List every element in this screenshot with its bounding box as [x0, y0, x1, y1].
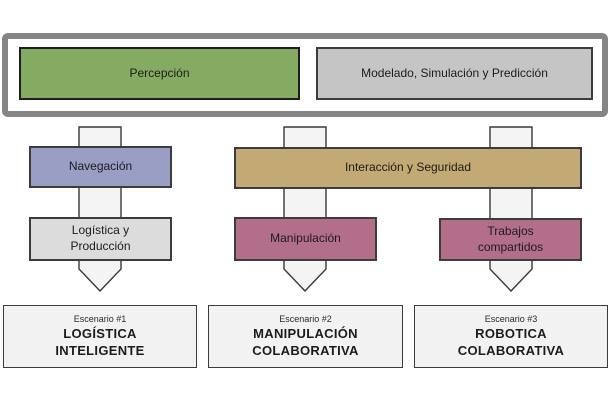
box-interaccion-label: Interacción y Seguridad: [344, 160, 472, 175]
box-trabajos-compartidos: Trabajos compartidos: [439, 218, 582, 261]
scenario-2-tag: Escenario #2: [279, 314, 332, 325]
box-navegacion-label: Navegación: [68, 159, 133, 174]
box-navegacion: Navegación: [29, 146, 172, 188]
box-trabajos-label: Trabajos compartidos: [477, 223, 544, 254]
scenario-3-title: ROBOTICA COLABORATIVA: [457, 326, 565, 358]
scenario-box-3: Escenario #3 ROBOTICA COLABORATIVA: [414, 305, 608, 368]
scenario-1-tag: Escenario #1: [73, 314, 127, 325]
box-manipulacion: Manipulación: [234, 217, 377, 261]
box-percepcion: Percepción: [19, 47, 300, 100]
box-modelado-simulacion-prediccion: Modelado, Simulación y Predicción: [316, 47, 593, 100]
box-modelado-label: Modelado, Simulación y Predicción: [361, 65, 548, 80]
scenario-1-title: LOGÍSTICA INTELIGENTE: [55, 326, 145, 358]
scenario-2-title: MANIPULACIÓN COLABORATIVA: [252, 326, 359, 358]
box-logistica-label: Logística y Producción: [70, 223, 131, 253]
box-interaccion-seguridad: Interacción y Seguridad: [234, 147, 582, 189]
box-logistica-produccion: Logística y Producción: [29, 217, 172, 261]
scenario-box-1: Escenario #1 LOGÍSTICA INTELIGENTE: [3, 305, 197, 368]
scenario-box-2: Escenario #2 MANIPULACIÓN COLABORATIVA: [208, 305, 403, 368]
scenario-3-tag: Escenario #3: [484, 314, 538, 325]
box-manipulacion-label: Manipulación: [270, 231, 341, 246]
box-percepcion-label: Percepción: [129, 65, 190, 80]
